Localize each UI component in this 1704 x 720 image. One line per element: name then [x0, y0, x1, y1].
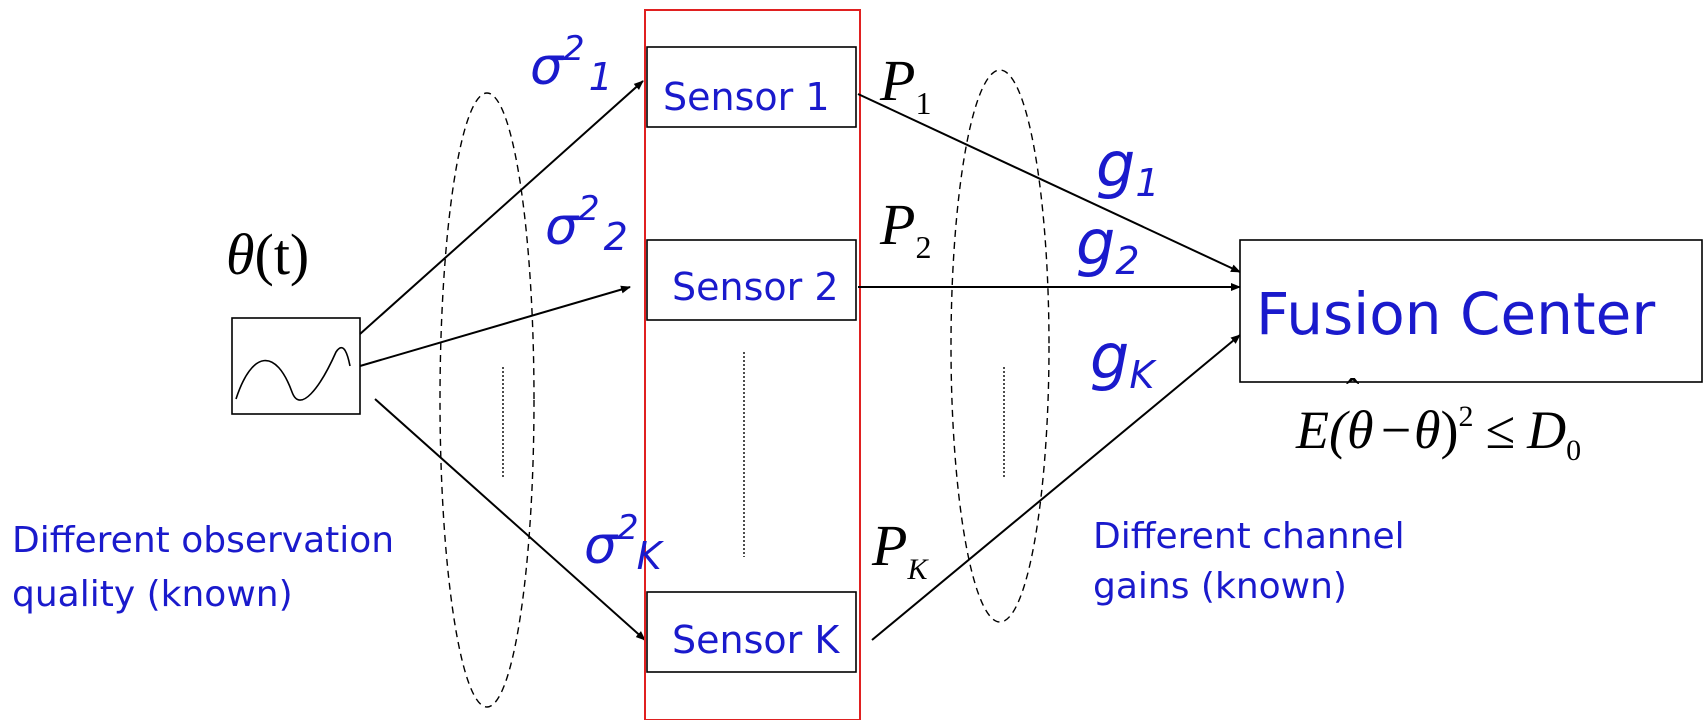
- arrow-source-to-sensor-1: [359, 80, 644, 335]
- channel-note-line-1: Different channel: [1093, 516, 1405, 557]
- sensor-1-box: Sensor 1: [646, 46, 857, 128]
- noise-variance-1-label: σ21: [530, 29, 613, 99]
- power-2-label: P2: [879, 192, 931, 265]
- sensor-k-box: Sensor K: [646, 591, 857, 673]
- sensor-k-label: Sensor K: [672, 618, 840, 662]
- sensor-1-label: Sensor 1: [663, 75, 830, 119]
- channel-note-line-2: gains (known): [1093, 566, 1347, 607]
- channel-group-ellipse: [950, 69, 1050, 623]
- gain-2-label: g2: [1076, 206, 1140, 283]
- gain-k-label: gK: [1090, 320, 1157, 397]
- arrow-sensor-k-to-fusion: [871, 334, 1241, 641]
- fusion-center-label: Fusion Center: [1256, 280, 1655, 348]
- power-k-label: PK: [871, 513, 929, 586]
- source-signal-box: [231, 317, 361, 415]
- sensor-2-box: Sensor 2: [646, 239, 857, 321]
- observation-group-ellipse: [439, 92, 535, 708]
- sensor-highlight-frame: [644, 9, 861, 720]
- arrow-sensor-1-to-fusion: [857, 93, 1241, 273]
- arrow-source-to-sensor-2: [359, 285, 631, 367]
- observation-note-line-1: Different observation: [12, 520, 394, 561]
- arrow-source-to-sensor-k: [374, 398, 646, 641]
- sine-wave-icon: [235, 346, 351, 401]
- fusion-center-box: Fusion Center: [1239, 239, 1703, 383]
- gain-1-label: g1: [1096, 128, 1160, 205]
- observation-note-line-2: quality (known): [12, 574, 293, 615]
- sensor-2-label: Sensor 2: [672, 265, 839, 309]
- power-1-label: P1: [879, 48, 931, 121]
- noise-variance-2-label: σ22: [545, 189, 628, 259]
- source-label: θ(t): [226, 222, 309, 287]
- distortion-constraint: E(θ−θ)2≤D0: [1295, 400, 1581, 467]
- theta-hat-accent: ˆ: [1346, 370, 1360, 415]
